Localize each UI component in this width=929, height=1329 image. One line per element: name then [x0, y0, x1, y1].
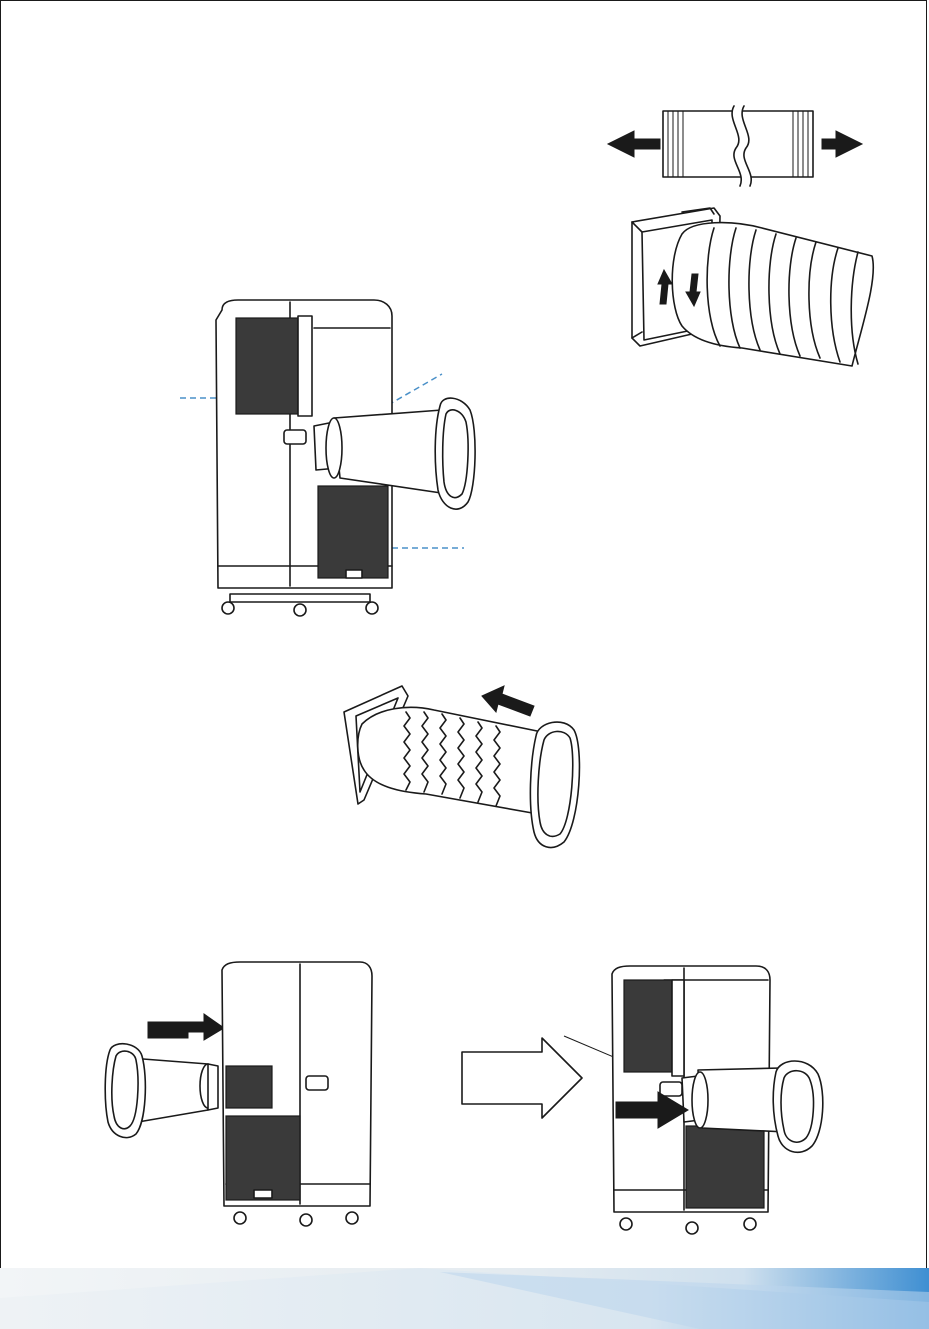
hose-right-arrow-icon	[822, 131, 862, 157]
side-handle-icon	[284, 430, 306, 444]
wheel-icon	[686, 1222, 698, 1234]
window-adapter-ring-icon	[530, 722, 579, 847]
lower-grill-icon	[686, 1126, 764, 1208]
hose-left-arrow-icon	[608, 131, 660, 157]
expandable-hose-figure	[600, 100, 870, 190]
side-handle-icon	[660, 1082, 682, 1096]
wheel-icon	[366, 602, 378, 614]
lower-grill-icon	[318, 486, 388, 578]
window-adapter-figure	[338, 682, 586, 850]
insert-direction-arrow-icon	[148, 1014, 224, 1040]
rear-vent-icon	[226, 1066, 272, 1108]
insert-hose-figure	[100, 962, 375, 1230]
push-direction-arrow-icon	[482, 686, 534, 716]
flexible-duct-icon	[358, 707, 549, 814]
hose-connector-icon	[208, 1064, 218, 1110]
upper-grill-icon	[624, 980, 672, 1072]
footer-decorative-band	[0, 1268, 929, 1329]
hose-installed-figure	[604, 966, 844, 1234]
hose-adapter-figure	[622, 198, 877, 373]
corrugated-hose-icon	[672, 223, 873, 366]
upper-grill-icon	[236, 318, 298, 414]
portable-ac-unit-figure	[178, 298, 478, 628]
lower-grill-icon	[226, 1116, 300, 1200]
wheel-icon	[346, 1212, 358, 1224]
next-step-arrow-icon	[458, 1036, 586, 1124]
hose-tube-icon	[663, 106, 813, 186]
wheel-icon	[234, 1212, 246, 1224]
side-handle-icon	[306, 1076, 328, 1090]
wheel-icon	[744, 1218, 756, 1230]
window-adapter-ring-icon	[435, 398, 475, 509]
wheel-icon	[300, 1214, 312, 1226]
wheel-icon	[294, 604, 306, 616]
wheel-icon	[222, 602, 234, 614]
wheel-icon	[620, 1218, 632, 1230]
